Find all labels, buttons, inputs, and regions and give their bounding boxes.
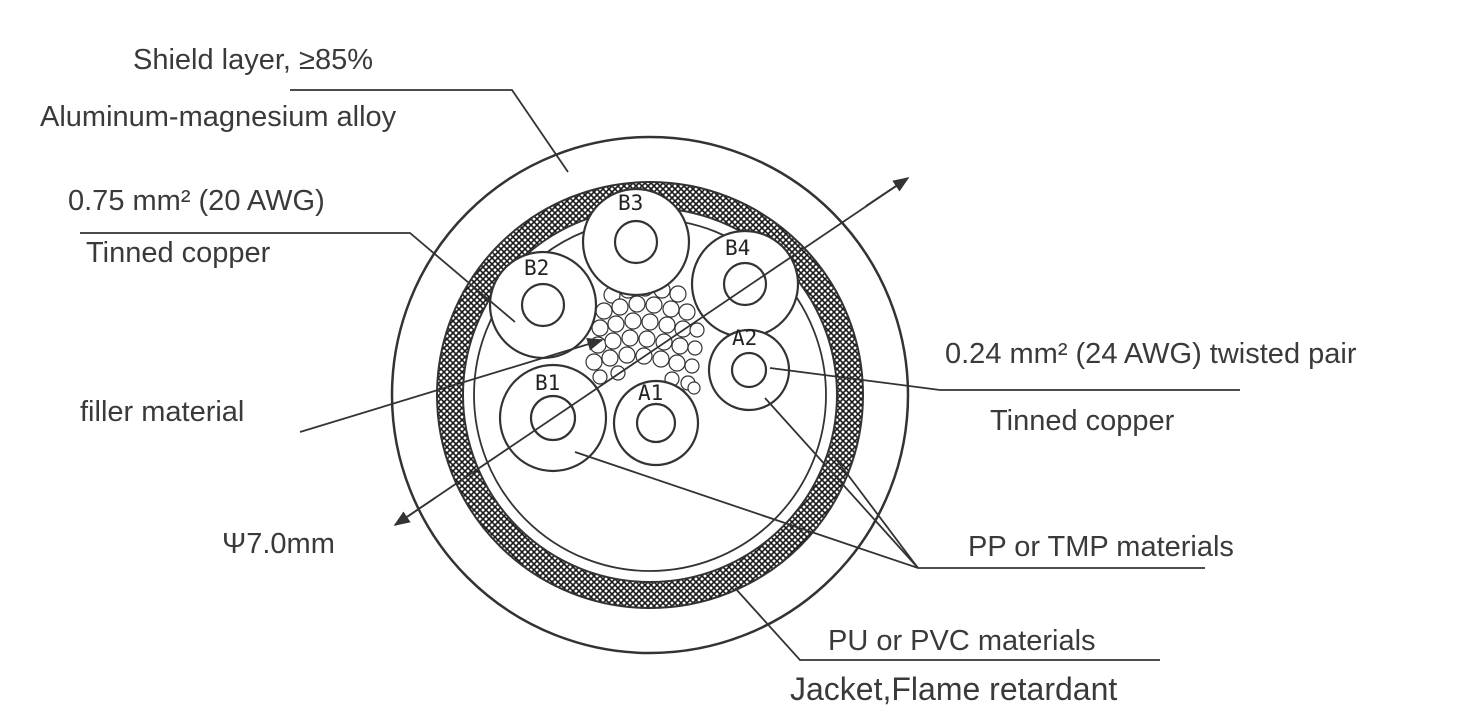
label-filler: filler material <box>80 396 244 428</box>
core-a2: A2 <box>707 326 791 412</box>
diameter-line <box>394 177 909 526</box>
label-jacket-line1: PU or PVC materials <box>828 625 1096 657</box>
label-pair-line1: 0.24 mm² (24 AWG) twisted pair <box>945 338 1357 370</box>
leader-jacket <box>734 587 1160 661</box>
label-conductor-line1: 0.75 mm² (20 AWG) <box>68 185 325 217</box>
label-diameter: Ψ7.0mm <box>222 528 335 560</box>
leader-insulation-b <box>764 397 919 569</box>
label-shield-line1: Shield layer, ≥85% <box>133 44 373 76</box>
diameter-arrow-bottom <box>393 497 436 526</box>
core-b3: B3 <box>581 187 691 297</box>
core-label-a1: A1 <box>638 381 663 405</box>
label-pair-line2: Tinned copper <box>990 405 1175 437</box>
leader-shield <box>290 89 569 173</box>
core-label-b1: B1 <box>535 371 560 395</box>
leader-insulation-c <box>832 454 919 569</box>
core-label-b3: B3 <box>618 191 643 215</box>
leader-lines <box>80 89 1240 661</box>
label-insulation: PP or TMP materials <box>968 531 1234 563</box>
leader-twisted-pair <box>769 367 1240 391</box>
core-label-a2: A2 <box>732 326 757 350</box>
label-shield-line2: Aluminum-magnesium alloy <box>40 101 397 133</box>
label-jacket-line2: Jacket,Flame retardant <box>790 671 1117 707</box>
core-b4: B4 <box>690 229 800 339</box>
leader-filler <box>299 338 604 433</box>
leader-conductor <box>80 232 516 323</box>
core-b2: B2 <box>488 250 598 360</box>
label-conductor-line2: Tinned copper <box>86 237 271 269</box>
core-a1: A1 <box>612 379 700 467</box>
core-label-b4: B4 <box>725 236 750 260</box>
diameter-arrow-top <box>865 177 910 207</box>
core-label-b2: B2 <box>524 256 549 280</box>
